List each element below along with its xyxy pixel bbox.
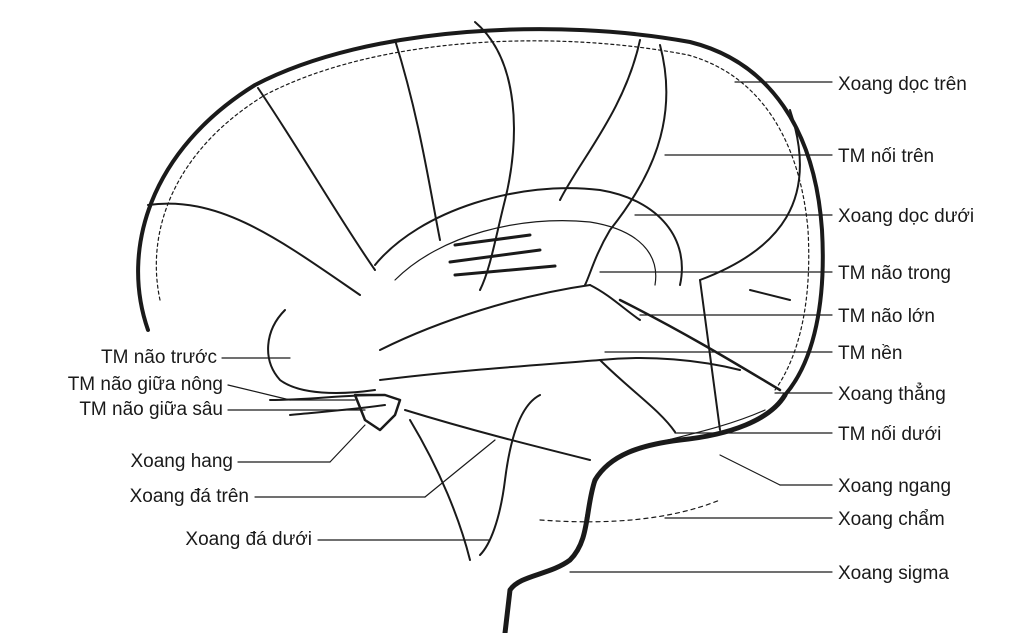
label-basal-vein: TM nền (838, 343, 902, 365)
cortical-vein-3 (395, 40, 440, 240)
label-great-cerebral-vein: TM não lớn (838, 306, 935, 328)
label-superior-sagittal-sinus: Xoang dọc trên (838, 74, 967, 96)
label-inferior-sagittal-sinus: Xoang dọc dưới (838, 206, 974, 228)
label-deep-middle-cerebral-vein: TM não giữa sâu (79, 399, 223, 421)
callosal-ribbons (450, 235, 555, 275)
cortical-vein-1 (148, 204, 360, 295)
cortical-vein-4 (475, 22, 514, 290)
cortical-vein-5 (560, 40, 640, 200)
label-superior-petrosal-sinus: Xoang đá trên (130, 486, 249, 508)
internal-cerebral-vein-path (380, 285, 590, 350)
basal-vein-path (380, 358, 740, 380)
label-inferior-petrosal-sinus: Xoang đá dưới (185, 529, 312, 551)
anterior-cerebral-vein-path (268, 310, 375, 393)
label-transverse-sinus: Xoang ngang (838, 476, 951, 498)
inferior-anastomotic-vein-path (600, 360, 675, 432)
middle-cerebral-veins (270, 395, 385, 415)
superior-anastomotic-vein-path (585, 45, 666, 285)
cortical-vein-6 (700, 110, 800, 280)
label-sigmoid-sinus: Xoang sigma (838, 563, 949, 585)
inferior-petrosal-sinus-path (410, 420, 470, 560)
leader-lines-left (222, 358, 495, 540)
superior-petrosal-sinus-path (405, 410, 590, 460)
label-straight-sinus: Xoang thẳng (838, 384, 946, 406)
cavernous-sinus-cluster (355, 395, 400, 430)
label-cavernous-sinus: Xoang hang (131, 451, 234, 473)
label-internal-cerebral-vein: TM não trong (838, 263, 951, 285)
label-inferior-anastomotic-vein: TM nối dưới (838, 424, 941, 446)
transverse-sinus-path (505, 395, 785, 633)
cortical-vein-2 (258, 88, 375, 270)
temporal-vein (480, 395, 540, 555)
label-superficial-middle-cerebral-vein: TM não giữa nông (68, 374, 223, 396)
superior-sagittal-sinus-outline (138, 29, 823, 395)
leader-lines-right (570, 82, 832, 572)
label-occipital-sinus: Xoang chẩm (838, 509, 945, 531)
straight-sinus-path (620, 300, 780, 390)
great-cerebral-vein-path (590, 285, 640, 320)
label-anterior-cerebral-vein: TM não trước (101, 347, 217, 369)
label-superior-anastomotic-vein: TM nối trên (838, 146, 934, 168)
